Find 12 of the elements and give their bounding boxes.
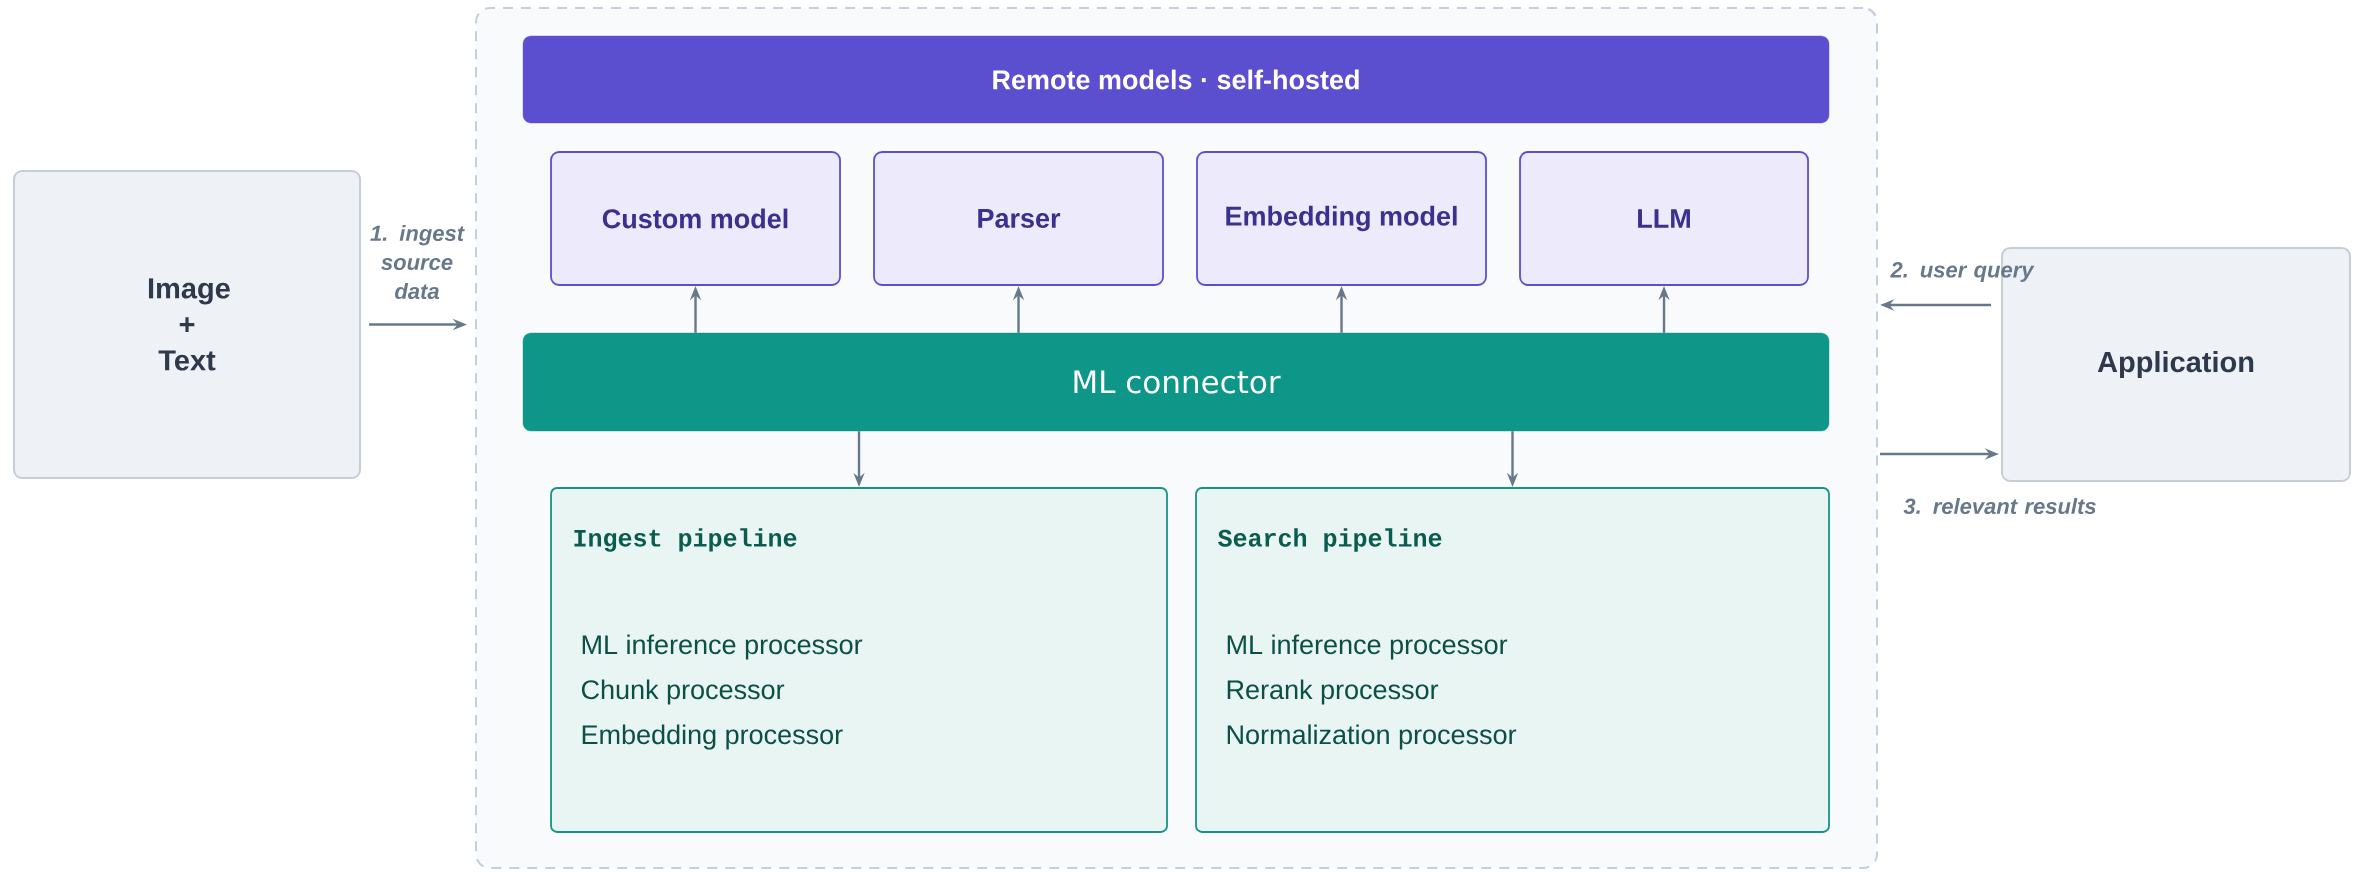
connector-bar: ML connector: [522, 332, 1830, 432]
pipeline-box: Search pipeline ML inference processor Rerank processor Normalization processor: [1195, 487, 1830, 833]
edge-label: 3. relevant results: [1903, 497, 2096, 515]
pipeline-box: Ingest pipeline ML inference processor Chunk processor Embedding processor: [550, 487, 1168, 833]
edge-label: 1. ingest source data: [370, 224, 465, 300]
model-box: Embedding model: [1196, 151, 1487, 286]
provider-bar: Remote models · self-hosted: [522, 35, 1830, 124]
model-box: Custom model: [550, 151, 841, 286]
edge-label: 2. user query: [1890, 262, 2035, 282]
source-box: Image + Text: [13, 170, 361, 479]
model-box: Parser: [873, 151, 1164, 286]
model-box: LLM: [1519, 151, 1809, 286]
